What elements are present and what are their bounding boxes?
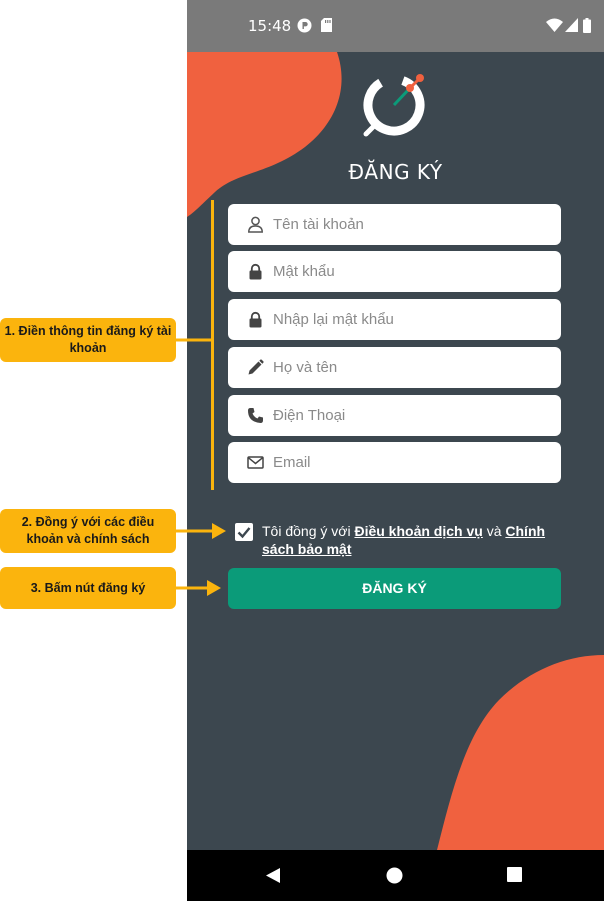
full-name-input[interactable] — [273, 347, 553, 388]
recents-icon[interactable] — [507, 867, 522, 882]
check-icon — [237, 527, 251, 539]
app-notification-icon — [297, 18, 312, 33]
username-input[interactable] — [273, 204, 553, 245]
back-icon[interactable] — [265, 867, 281, 884]
form-bracket-line — [211, 200, 214, 490]
password-input[interactable] — [273, 251, 553, 292]
password-field[interactable] — [228, 251, 561, 292]
page-title: ĐĂNG KÝ — [348, 160, 443, 184]
callout-step-3: 3. Bấm nút đăng ký — [0, 567, 176, 609]
callout-step-2: 2. Đồng ý với các điều khoản và chính sá… — [0, 509, 176, 553]
decorative-blob-bottom — [437, 655, 604, 850]
lock-icon — [249, 263, 262, 280]
agreement-conjunction: và — [482, 523, 506, 539]
agreement-prefix: Tôi đồng ý với — [262, 523, 355, 539]
confirm-password-input[interactable] — [273, 299, 553, 340]
email-input[interactable] — [273, 442, 553, 483]
home-icon[interactable] — [386, 867, 403, 884]
terms-of-service-link[interactable]: Điều khoản dịch vụ — [354, 523, 483, 539]
full-name-field[interactable] — [228, 347, 561, 388]
confirm-password-field[interactable] — [228, 299, 561, 340]
pencil-icon — [248, 359, 264, 375]
wifi-icon — [546, 18, 563, 32]
privacy-policy-link[interactable]: Chính sách bảo mật — [262, 523, 546, 557]
decorative-blob-top — [187, 52, 342, 217]
register-button[interactable]: ĐĂNG KÝ — [228, 568, 561, 609]
username-field[interactable] — [228, 204, 561, 245]
phone-field[interactable] — [228, 395, 561, 436]
status-bar: 15:48 — [187, 0, 604, 52]
email-field[interactable] — [228, 442, 561, 483]
phone-input[interactable] — [273, 395, 553, 436]
app-logo-icon — [363, 74, 425, 137]
user-icon — [248, 216, 263, 233]
sd-card-icon — [321, 18, 332, 32]
agreement-checkbox[interactable] — [235, 523, 253, 541]
agreement-text: Tôi đồng ý với Điều khoản dịch vụ và Chí… — [262, 522, 562, 558]
status-time: 15:48 — [248, 17, 292, 35]
phone-screen: 15:48 ĐĂNG KÝ — [187, 0, 604, 901]
callout-step-1: 1. Điền thông tin đăng ký tài khoản — [0, 318, 176, 362]
lock-icon — [249, 311, 262, 328]
battery-icon — [583, 18, 591, 33]
mail-icon — [247, 456, 264, 469]
navigation-bar — [187, 850, 604, 901]
signal-icon — [565, 18, 578, 32]
phone-icon — [248, 408, 263, 423]
